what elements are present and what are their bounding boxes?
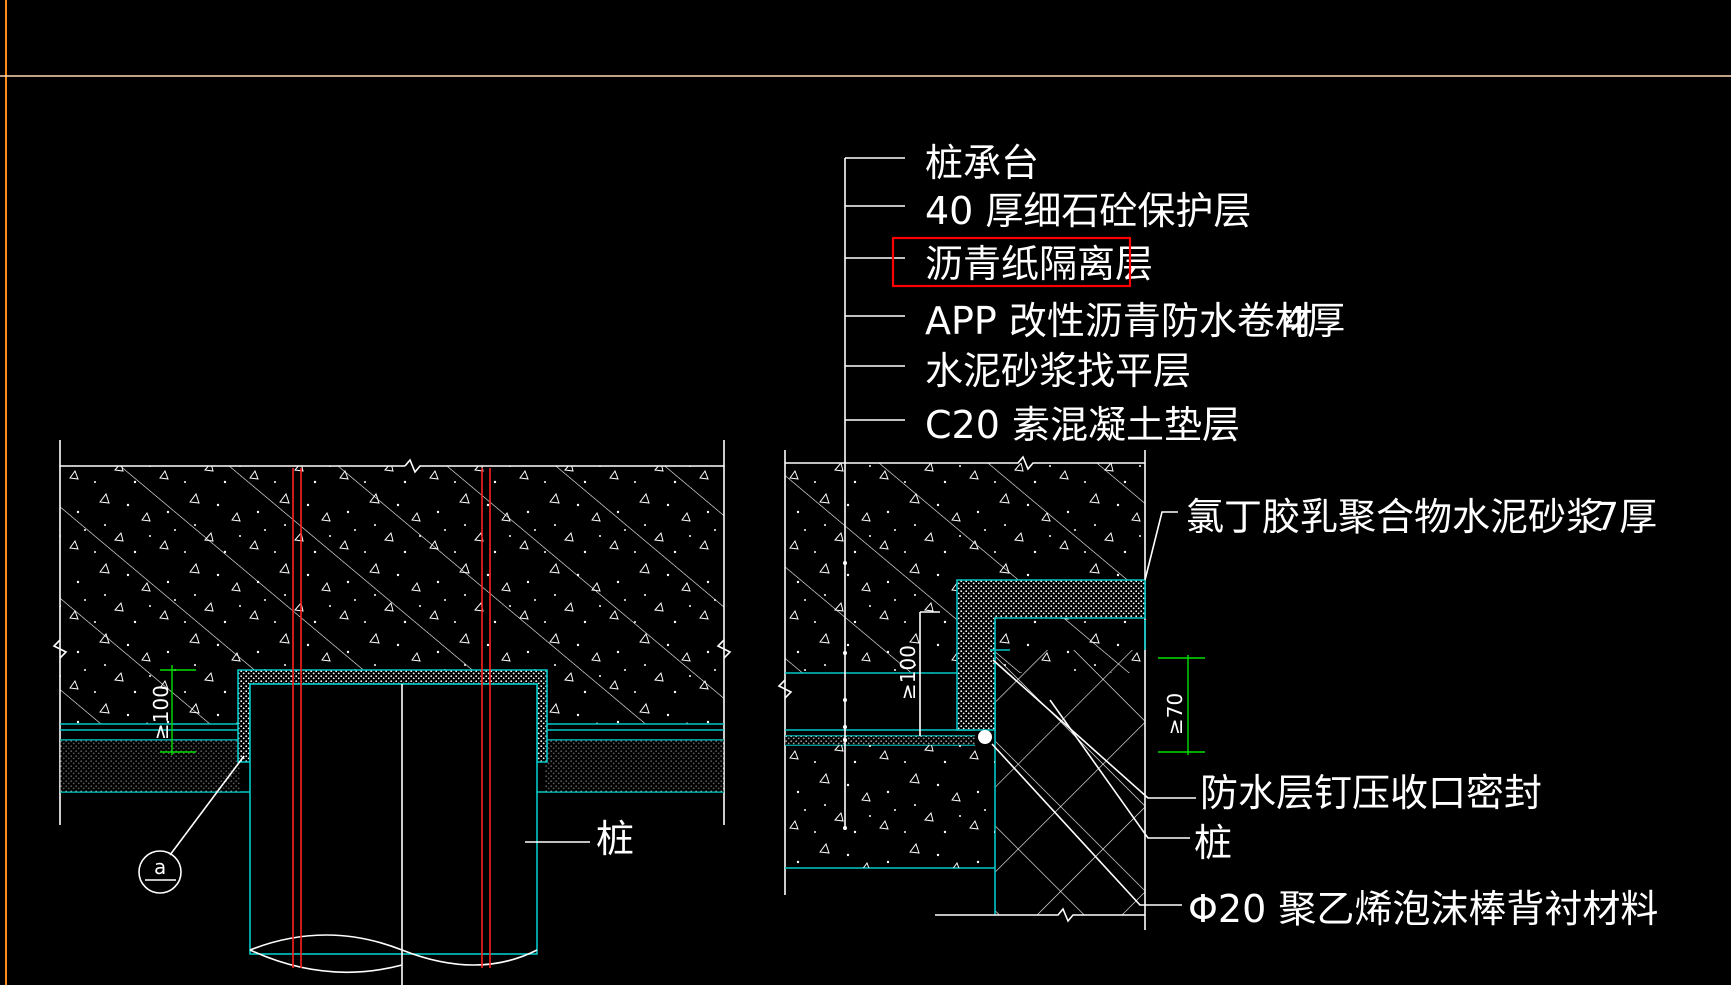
layer-label-3: APP 改性沥青防水卷材 [925,299,1313,343]
layer-label-2: 沥青纸隔离层 [925,242,1153,286]
section-marker-circle [138,850,182,894]
layer-label-4: 水泥砂浆找平层 [925,349,1191,393]
layer-label-5: C20 素混凝土垫层 [925,403,1240,447]
right-detail: 桩承台 40 厚细石砼保护层 沥青纸隔离层 APP 改性沥青防水卷材 4厚 水泥… [777,141,1658,931]
right-pile-hatch [995,650,1145,915]
left-detail: ≥100 a 桩 [52,440,732,985]
left-pile [249,683,538,955]
backer-rod [978,730,992,744]
layer-label-0: 桩承台 [925,141,1039,185]
layer-label-3-thickness: 4厚 [1283,299,1345,343]
callout-pile: 桩 [1194,821,1232,865]
highlight-box [891,236,1132,288]
right-dim-lower: ≥70 [1163,693,1187,735]
right-dim-upper: ≥100 [896,645,920,700]
callout-seal: 防水层钉压收口密封 [1200,771,1542,815]
left-dim-label: ≥100 [149,685,173,740]
section-marker-label: a [154,855,166,879]
callout-mortar-thickness: 7厚 [1595,495,1657,539]
callout-backer: Φ20 聚乙烯泡沫棒背衬材料 [1188,887,1658,931]
left-pile-label: 桩 [596,817,634,861]
layer-label-1: 40 厚细石砼保护层 [925,189,1251,233]
callout-mortar: 氯丁胶乳聚合物水泥砂浆 [1186,495,1604,539]
